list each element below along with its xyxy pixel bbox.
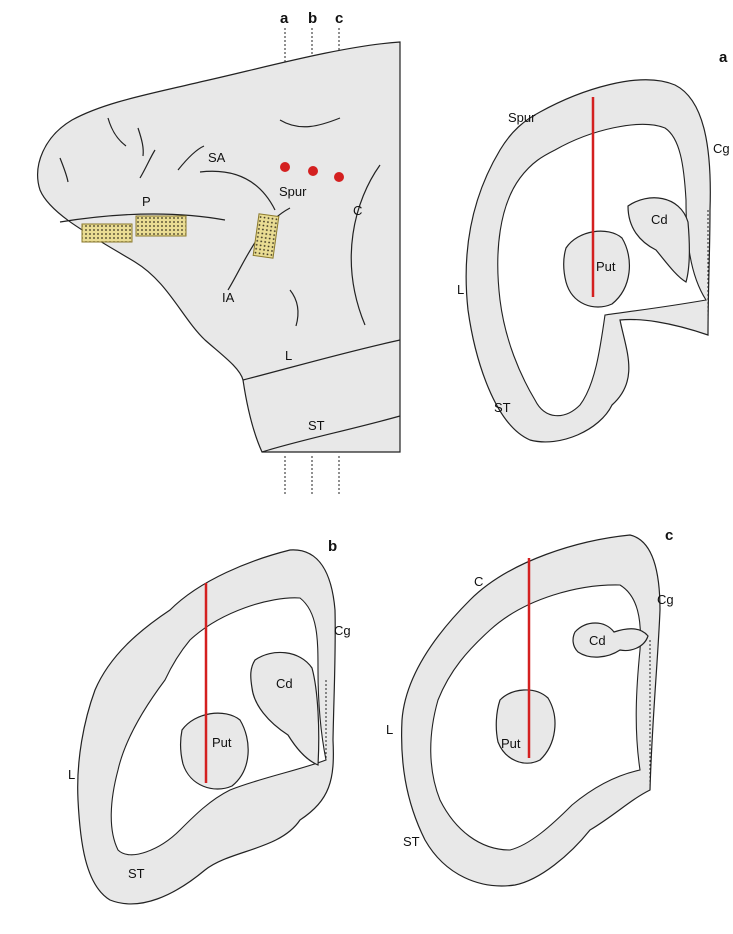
- label-L: L: [285, 348, 292, 363]
- implanted-array-1: [82, 224, 132, 242]
- section-c-label-c: C: [474, 574, 483, 589]
- section-c-label-put: Put: [501, 736, 521, 751]
- section-a-label-spur: Spur: [508, 110, 536, 125]
- section-a-label-l: L: [457, 282, 464, 297]
- injection-dot-1: [280, 162, 290, 172]
- section-c-putamen: [496, 690, 555, 763]
- plane-label-a: a: [280, 10, 289, 27]
- section-c-label-st: ST: [403, 834, 420, 849]
- label-Spur: Spur: [279, 184, 307, 199]
- section-c-label-cd: Cd: [589, 633, 606, 648]
- section-b-label-put: Put: [212, 735, 232, 750]
- implanted-array-2: [136, 216, 186, 236]
- section-a-label-cd: Cd: [651, 212, 668, 227]
- injection-dot-2: [308, 166, 318, 176]
- section-b-putamen: [181, 713, 249, 789]
- section-b-label-st: ST: [128, 866, 145, 881]
- section-a-label-cg: Cg: [713, 141, 730, 156]
- label-IA: IA: [222, 290, 235, 305]
- label-C: C: [353, 203, 362, 218]
- injection-dot-3: [334, 172, 344, 182]
- lateral-brain-view: a b c P SA Spur C IA L ST: [38, 10, 400, 494]
- label-P: P: [142, 194, 151, 209]
- section-b-label-l: L: [68, 767, 75, 782]
- section-a-title: a: [719, 49, 728, 66]
- coronal-section-c: c C Cg Cd Put L ST: [386, 527, 674, 886]
- plane-label-b: b: [308, 10, 317, 27]
- section-a-label-put: Put: [596, 259, 616, 274]
- section-c-title: c: [665, 527, 673, 544]
- section-c-label-cg: Cg: [657, 592, 674, 607]
- coronal-section-a: a Spur Cg Cd Put L ST: [457, 49, 730, 442]
- coronal-section-b: b Cg Cd Put L ST: [68, 538, 351, 904]
- section-c-label-l: L: [386, 722, 393, 737]
- section-b-label-cd: Cd: [276, 676, 293, 691]
- section-b-label-cg: Cg: [334, 623, 351, 638]
- plane-label-c: c: [335, 10, 343, 27]
- lateral-brain-outline: [38, 42, 400, 452]
- section-b-title: b: [328, 538, 337, 555]
- label-ST: ST: [308, 418, 325, 433]
- label-SA: SA: [208, 150, 226, 165]
- section-a-label-st: ST: [494, 400, 511, 415]
